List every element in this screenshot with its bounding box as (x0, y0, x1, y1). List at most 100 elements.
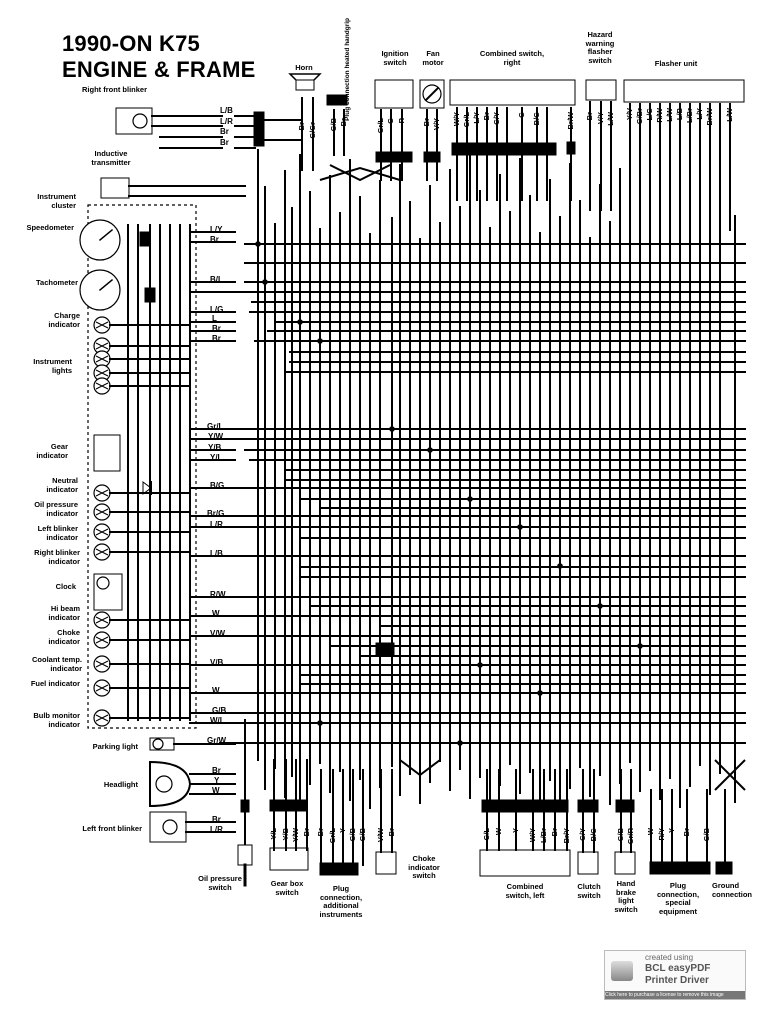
oil-pressure-indicator-label: Oil pressure indicator (34, 500, 78, 518)
wire-label-left: V/B (210, 658, 224, 667)
hazard-connector (566, 141, 576, 155)
hi-beam-indicator-label: Hi beam indicator (48, 604, 80, 622)
junction-dot (597, 603, 603, 609)
wire-label-wire_labels_bottom.plug_add: Y (338, 828, 347, 834)
oil-pressure-switch-label: Oil pressure switch (198, 874, 242, 892)
watermark-line1: created using (645, 953, 694, 962)
wire-label-wire_labels_bottom.combined_left: W/Y (528, 828, 537, 843)
fuel-indicator-label: Fuel indicator (30, 679, 80, 688)
mid-connector (375, 642, 395, 656)
wire-label-wire_labels_top.hazard: L/W (606, 112, 615, 126)
ignition-connector (375, 151, 413, 163)
wire-label-wire_labels_bottom.special: W (646, 828, 655, 836)
wire-label-wire_labels_top.ignition: G (386, 118, 395, 124)
bulb-filament (95, 489, 109, 497)
wire-label-wire_labels_bottom.plug_add: G/B (358, 828, 367, 842)
fan-connector (423, 151, 441, 163)
wire-label-wire_labels_top.flasher: L/W (725, 108, 734, 122)
bulb-filament (95, 342, 109, 350)
wire-label-left: Y (214, 776, 220, 785)
parking-light-label: Parking light (92, 742, 138, 751)
plug-heated-label: Plug connection heated handgrip (344, 18, 351, 121)
wire-label-left: W/L (210, 716, 225, 725)
wire-label-wire_labels_top.combined: Br (482, 112, 491, 121)
wire-label-wire_labels_top.flasher: L/B (675, 108, 684, 121)
bulb-filament (95, 528, 109, 536)
wire-label-left: R/W (210, 590, 226, 599)
choke-switch-label: Choke indicator switch (408, 854, 440, 880)
diode-icon (142, 481, 152, 495)
wire-label-wire_labels_top.hazard: Br (585, 112, 594, 121)
wire-label-left: W (212, 686, 220, 695)
bulb-filament (95, 660, 109, 668)
horn-body (295, 79, 315, 91)
crossing-wire (399, 759, 441, 777)
wire-label-left: Br (210, 235, 219, 244)
wire-label-left: Y/W (208, 432, 224, 441)
wire-label-wire_labels_bottom.special: R/Y (657, 828, 666, 841)
junction-dot (457, 740, 463, 746)
junction-dot (637, 643, 643, 649)
wire-label-wire_labels_bottom.hand_brake: Gr/R (626, 828, 635, 845)
junction-dot (297, 319, 303, 325)
right-front-blinker-label: Right front blinker (82, 85, 147, 94)
junction-dot (537, 690, 543, 696)
flasher-unit-label: Flasher unit (654, 59, 698, 68)
bulb-monitor-indicator-label: Bulb monitor indicator (33, 711, 80, 729)
gearbox-connector (269, 799, 307, 812)
wire-label-wire_labels_bottom.gearbox: Y/B (281, 828, 290, 841)
clutch-switch-label: Clutch switch (577, 882, 601, 900)
wire-label-wire_labels_top.fan: V/Y (432, 118, 441, 131)
headlight-bulb (155, 775, 173, 793)
tachometer-needle (98, 278, 114, 292)
inductive-transmitter-box (100, 177, 130, 199)
hazard-switch-label: Hazard warning flasher switch (585, 30, 615, 65)
speedometer-connector (139, 231, 151, 247)
plug-special-label: Plug connection, special equipment (656, 881, 700, 916)
wire-label-left: L/R (220, 117, 233, 126)
junction-dot (557, 563, 563, 569)
pdf-watermark[interactable]: created using BCL easyPDF Printer Driver… (604, 950, 746, 1000)
hazard-switch-box (585, 79, 617, 101)
combined-switch-left-label: Combined switch, left (505, 882, 545, 900)
wire-label-wire_labels_bottom.gearbox: Y/W (291, 828, 300, 843)
clock-icon (96, 576, 110, 590)
wire-label-wire_labels_bottom.plug_add: G/B (348, 828, 357, 842)
wire-label-wire_labels_bottom.gearbox: Br (302, 828, 311, 837)
wire-label-wire_labels_bottom.plug_add: Gr/L (328, 828, 337, 844)
watermark-license-link[interactable]: Click here to purchase a license to remo… (605, 991, 745, 999)
bulb-filament (95, 714, 109, 722)
junction-dot (427, 447, 433, 453)
watermark-line3: Printer Driver (645, 975, 709, 986)
horn-bell (288, 73, 322, 81)
wire-label-wire_labels_top.flasher: Y/V (625, 108, 634, 121)
bulb-filament (95, 369, 109, 377)
bulb-filament (95, 355, 109, 363)
oil-pressure-connector (240, 799, 250, 813)
wire-label-left: Br (220, 127, 229, 136)
junction-dot (317, 720, 323, 726)
wire-label-wire_labels_bottom.choke: V/W (376, 828, 385, 843)
ground-connector (715, 861, 733, 875)
horn-label: Horn (295, 63, 313, 72)
plug-connector (326, 94, 348, 106)
wire-label-wire_labels_bottom.plug_add: Br (316, 828, 325, 837)
wire-label-wire_labels_top.combined: Br/W (566, 112, 575, 130)
junction-dot (317, 338, 323, 344)
bulb-filament (95, 636, 109, 644)
wire-label-left: W (212, 786, 220, 795)
fan-motor-icon (424, 86, 440, 102)
wire-label-left: L/R (210, 520, 223, 529)
wire-label-left: Gr/L (207, 422, 224, 431)
right-blinker-indicator-label: Right blinker indicator (34, 548, 80, 566)
parking-light-bulb (152, 738, 164, 750)
wire-label-left: G/B (212, 706, 227, 715)
wire-label-wire_labels_bottom.gearbox: Y/L (269, 828, 278, 840)
wire-label-left: Br (212, 766, 221, 775)
junction-dot (467, 496, 473, 502)
junction-dot (262, 279, 268, 285)
junction-dot (255, 241, 261, 247)
charge-indicator-label: Charge indicator (48, 311, 80, 329)
wire-label-wire_labels_bottom.combined_left: W (494, 828, 503, 836)
